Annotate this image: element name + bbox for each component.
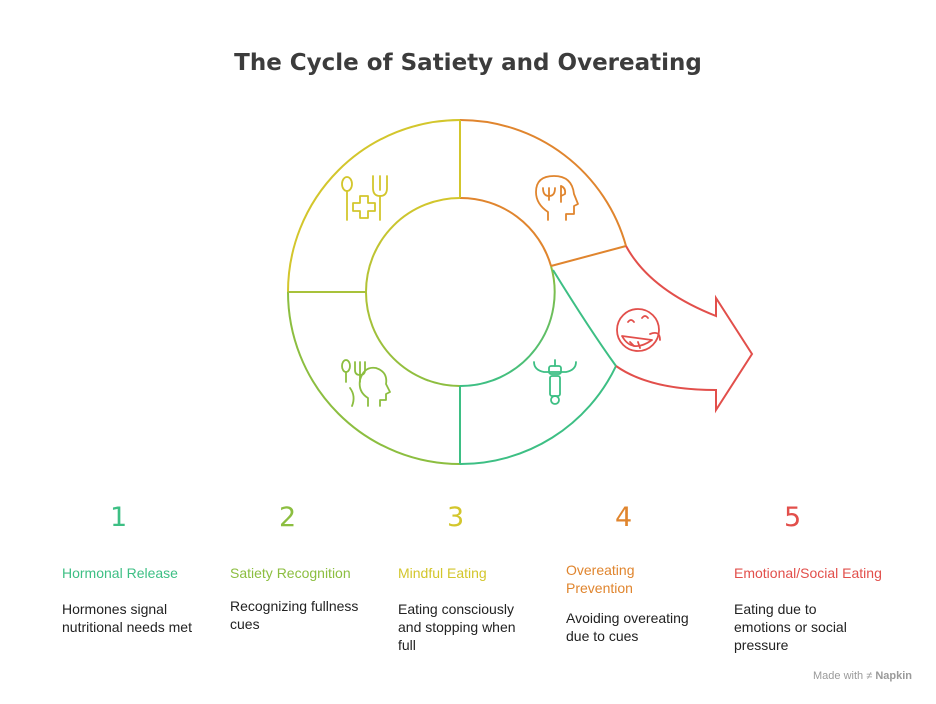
ring-segment-hormonal-release xyxy=(459,365,617,466)
overeating-arrow xyxy=(615,245,754,414)
ring-segment-satiety-recognition xyxy=(287,291,461,465)
page-title: The Cycle of Satiety and Overeating xyxy=(234,50,702,76)
inner-circle-left xyxy=(365,197,461,387)
napkin-logo-icon: ≠ xyxy=(866,670,873,682)
head-utensils-icon xyxy=(341,359,391,407)
footer-prefix: Made with xyxy=(813,670,864,682)
step-number: 1 xyxy=(110,502,128,533)
step-description: Recognizing fullness cues xyxy=(230,598,359,632)
made-with-napkin[interactable]: Made with ≠ Napkin xyxy=(813,670,912,682)
step-title: Hormonal Release xyxy=(62,565,178,581)
ring-segment-overeating-prevention xyxy=(459,118,627,247)
step-number: 5 xyxy=(784,502,802,533)
inner-circle-right-upper xyxy=(459,196,552,267)
step-number: 2 xyxy=(279,502,297,533)
step-number: 4 xyxy=(615,502,633,533)
ring-segment-mindful-eating xyxy=(287,119,461,293)
divider-green-inner xyxy=(552,269,617,367)
inner-circle-right-lower xyxy=(459,265,556,388)
step-title: Overeating Prevention xyxy=(566,562,635,596)
step-title: Emotional/Social Eating xyxy=(734,565,882,581)
step-description: Eating consciously and stopping when ful… xyxy=(398,601,516,653)
divider-right xyxy=(550,245,627,267)
step-number: 3 xyxy=(447,502,465,533)
step-description: Avoiding overeating due to cues xyxy=(566,610,689,644)
head-fork-icon xyxy=(535,175,579,221)
step-description: Hormones signal nutritional needs met xyxy=(62,601,192,635)
utensils-cross-icon xyxy=(341,175,388,221)
step-title: Satiety Recognition xyxy=(230,565,351,581)
eating-face-icon xyxy=(616,308,661,352)
fork-knife-tube-icon xyxy=(533,359,577,405)
step-title: Mindful Eating xyxy=(398,565,487,581)
step-description: Eating due to emotions or social pressur… xyxy=(734,601,847,653)
footer-brand: Napkin xyxy=(875,670,912,682)
